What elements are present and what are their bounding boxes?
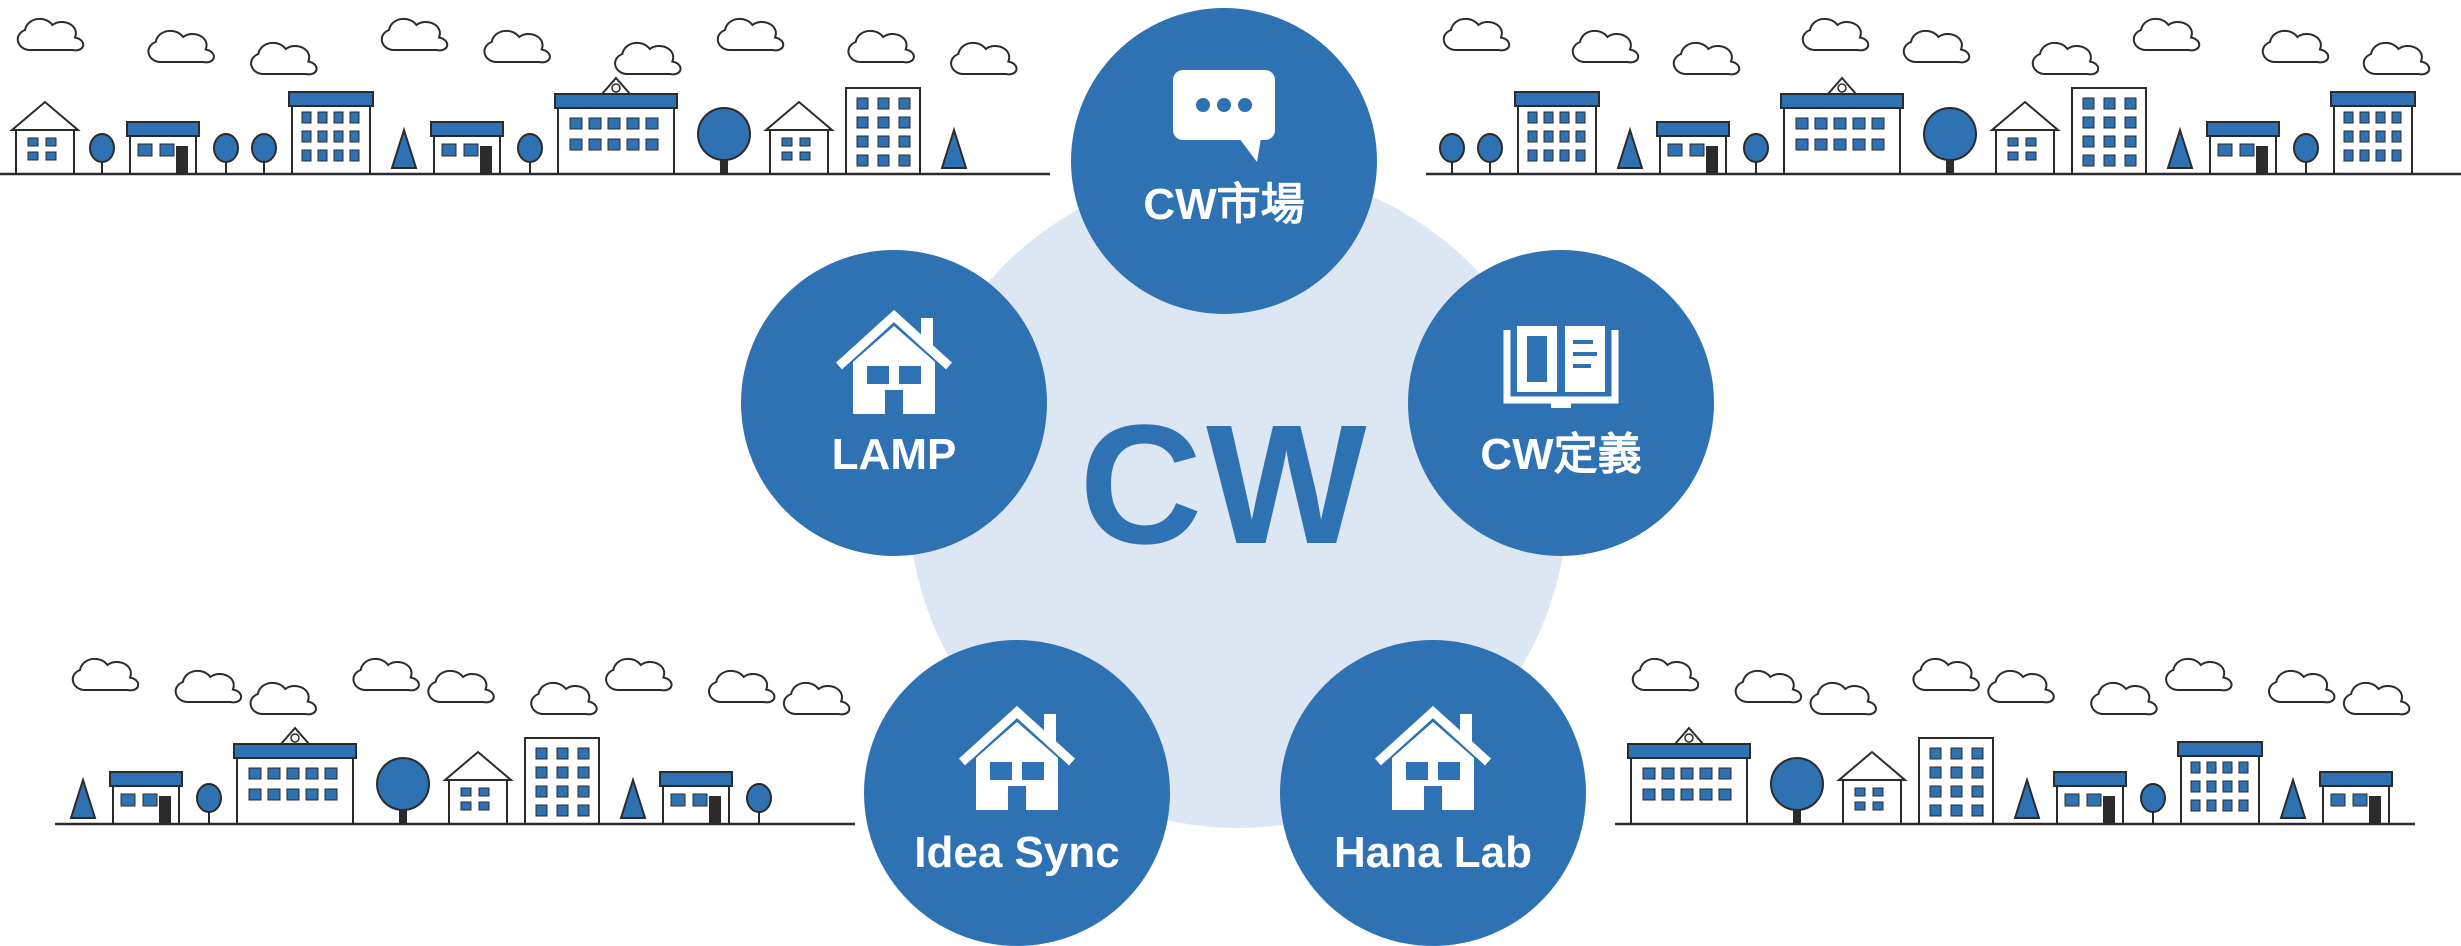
town-skyline-bottom-right — [1615, 640, 2415, 840]
node-cw-definition[interactable]: CW定義 — [1408, 250, 1714, 556]
house-icon — [958, 705, 1076, 810]
node-hana-lab-label: Hana Lab — [1333, 828, 1533, 877]
open-book-icon — [1503, 326, 1619, 408]
house-icon — [835, 309, 953, 414]
node-lamp[interactable]: LAMP — [741, 250, 1047, 556]
node-hana-lab[interactable]: Hana Lab — [1280, 640, 1586, 946]
town-skyline-top-left — [0, 0, 1050, 190]
town-skyline-bottom-left — [55, 640, 855, 840]
center-label: CW — [1079, 390, 1371, 580]
node-lamp-label: LAMP — [831, 430, 957, 479]
node-cw-definition-label: CW定義 — [1480, 430, 1642, 479]
node-idea-sync[interactable]: Idea Sync — [864, 640, 1170, 946]
speech-bubble-icon — [1173, 70, 1275, 162]
node-cw-market[interactable]: CW市場 — [1071, 8, 1377, 314]
node-cw-market-label: CW市場 — [1143, 180, 1305, 229]
house-icon — [1374, 705, 1492, 810]
node-idea-sync-label: Idea Sync — [914, 828, 1120, 877]
town-skyline-top-right — [1426, 0, 2461, 190]
